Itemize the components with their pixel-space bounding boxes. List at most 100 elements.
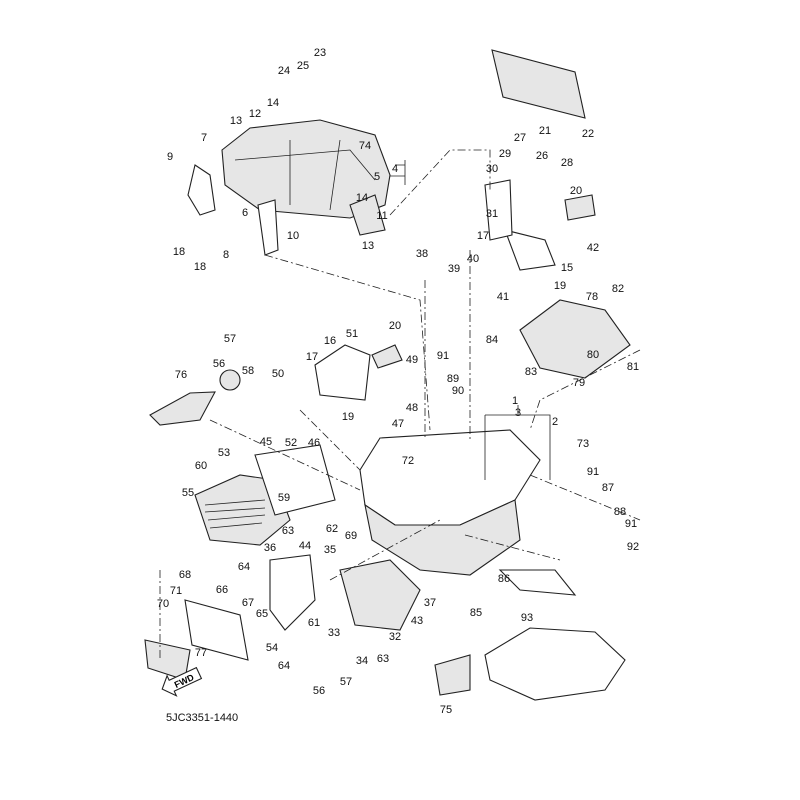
callout-56: 56: [213, 358, 225, 370]
callout-59: 59: [278, 492, 290, 504]
fwd-arrow-icon: [161, 666, 203, 697]
callout-54: 54: [266, 642, 278, 654]
callout-56: 56: [313, 685, 325, 697]
callout-90: 90: [452, 385, 464, 397]
callout-7: 7: [201, 132, 207, 144]
callout-15: 15: [561, 262, 573, 274]
top-lid: [221, 119, 391, 219]
callout-9: 9: [167, 151, 173, 163]
callout-30: 30: [486, 163, 498, 175]
callout-33: 33: [328, 627, 340, 639]
callout-81: 81: [627, 361, 639, 373]
callout-63: 63: [282, 525, 294, 537]
callout-34: 34: [356, 655, 368, 667]
callout-64: 64: [278, 660, 290, 672]
callout-25: 25: [297, 60, 309, 72]
callout-58: 58: [242, 365, 254, 377]
callout-21: 21: [539, 125, 551, 137]
callout-87: 87: [602, 482, 614, 494]
callout-17: 17: [306, 351, 318, 363]
pad-75: [434, 654, 471, 696]
callout-91: 91: [437, 350, 449, 362]
callout-75: 75: [440, 704, 452, 716]
hinge-bracket: [504, 229, 556, 271]
diagram-code: 5JC3351-1440: [166, 712, 239, 724]
callout-48: 48: [406, 402, 418, 414]
part-outlines: [144, 49, 631, 701]
callout-27: 27: [514, 132, 526, 144]
callout-72: 72: [402, 455, 414, 467]
callout-28: 28: [561, 157, 573, 169]
callout-42: 42: [587, 242, 599, 254]
callout-70: 70: [157, 598, 169, 610]
callout-86: 86: [498, 573, 510, 585]
callout-45: 45: [260, 436, 272, 448]
callout-79: 79: [573, 377, 585, 389]
callout-1: 1: [512, 395, 518, 407]
callout-57: 57: [224, 333, 236, 345]
callout-93: 93: [521, 612, 533, 624]
callout-24: 24: [278, 65, 290, 77]
callout-82: 82: [612, 283, 624, 295]
callout-36: 36: [264, 542, 276, 554]
callout-6: 6: [242, 207, 248, 219]
callout-60: 60: [195, 460, 207, 472]
callout-3: 3: [515, 407, 521, 419]
callout-20: 20: [570, 185, 582, 197]
callout-74: 74: [359, 140, 371, 152]
callout-68: 68: [179, 569, 191, 581]
callout-78: 78: [586, 291, 598, 303]
callout-71: 71: [170, 585, 182, 597]
callout-49: 49: [406, 354, 418, 366]
callout-4: 4: [392, 163, 398, 175]
callout-23: 23: [314, 47, 326, 59]
mount-bracket: [519, 299, 631, 379]
callout-5: 5: [374, 171, 380, 183]
mount-plate: [184, 599, 249, 661]
callout-14: 14: [356, 192, 368, 204]
callout-18: 18: [173, 246, 185, 258]
pad-76: [149, 391, 216, 426]
callout-32: 32: [389, 631, 401, 643]
callout-10: 10: [287, 230, 299, 242]
callout-69: 69: [345, 530, 357, 542]
callout-17: 17: [477, 230, 489, 242]
callout-57: 57: [340, 676, 352, 688]
callout-64: 64: [238, 561, 250, 573]
callout-43: 43: [411, 615, 423, 627]
callout-41: 41: [497, 291, 509, 303]
callout-73: 73: [577, 438, 589, 450]
callout-53: 53: [218, 447, 230, 459]
callout-88: 88: [614, 506, 626, 518]
callout-13: 13: [230, 115, 242, 127]
callout-89: 89: [447, 373, 459, 385]
callout-66: 66: [216, 584, 228, 596]
callout-80: 80: [587, 349, 599, 361]
callout-46: 46: [308, 437, 320, 449]
callout-37: 37: [424, 597, 436, 609]
callout-77: 77: [195, 647, 207, 659]
leader-lines: [159, 149, 641, 660]
callout-14: 14: [267, 97, 279, 109]
liner-mat: [484, 627, 626, 701]
callout-16: 16: [324, 335, 336, 347]
callout-52: 52: [285, 437, 297, 449]
callout-2: 2: [552, 416, 558, 428]
callout-26: 26: [536, 150, 548, 162]
callout-65: 65: [256, 608, 268, 620]
callout-62: 62: [326, 523, 338, 535]
callout-38: 38: [416, 248, 428, 260]
callout-76: 76: [175, 369, 187, 381]
callout-67: 67: [242, 597, 254, 609]
callout-51: 51: [346, 328, 358, 340]
callout-85: 85: [470, 607, 482, 619]
callout-50: 50: [272, 368, 284, 380]
callout-19: 19: [342, 411, 354, 423]
callout-18: 18: [194, 261, 206, 273]
callout-44: 44: [299, 540, 311, 552]
callout-61: 61: [308, 617, 320, 629]
callout-92: 92: [627, 541, 639, 553]
callout-31: 31: [486, 208, 498, 220]
